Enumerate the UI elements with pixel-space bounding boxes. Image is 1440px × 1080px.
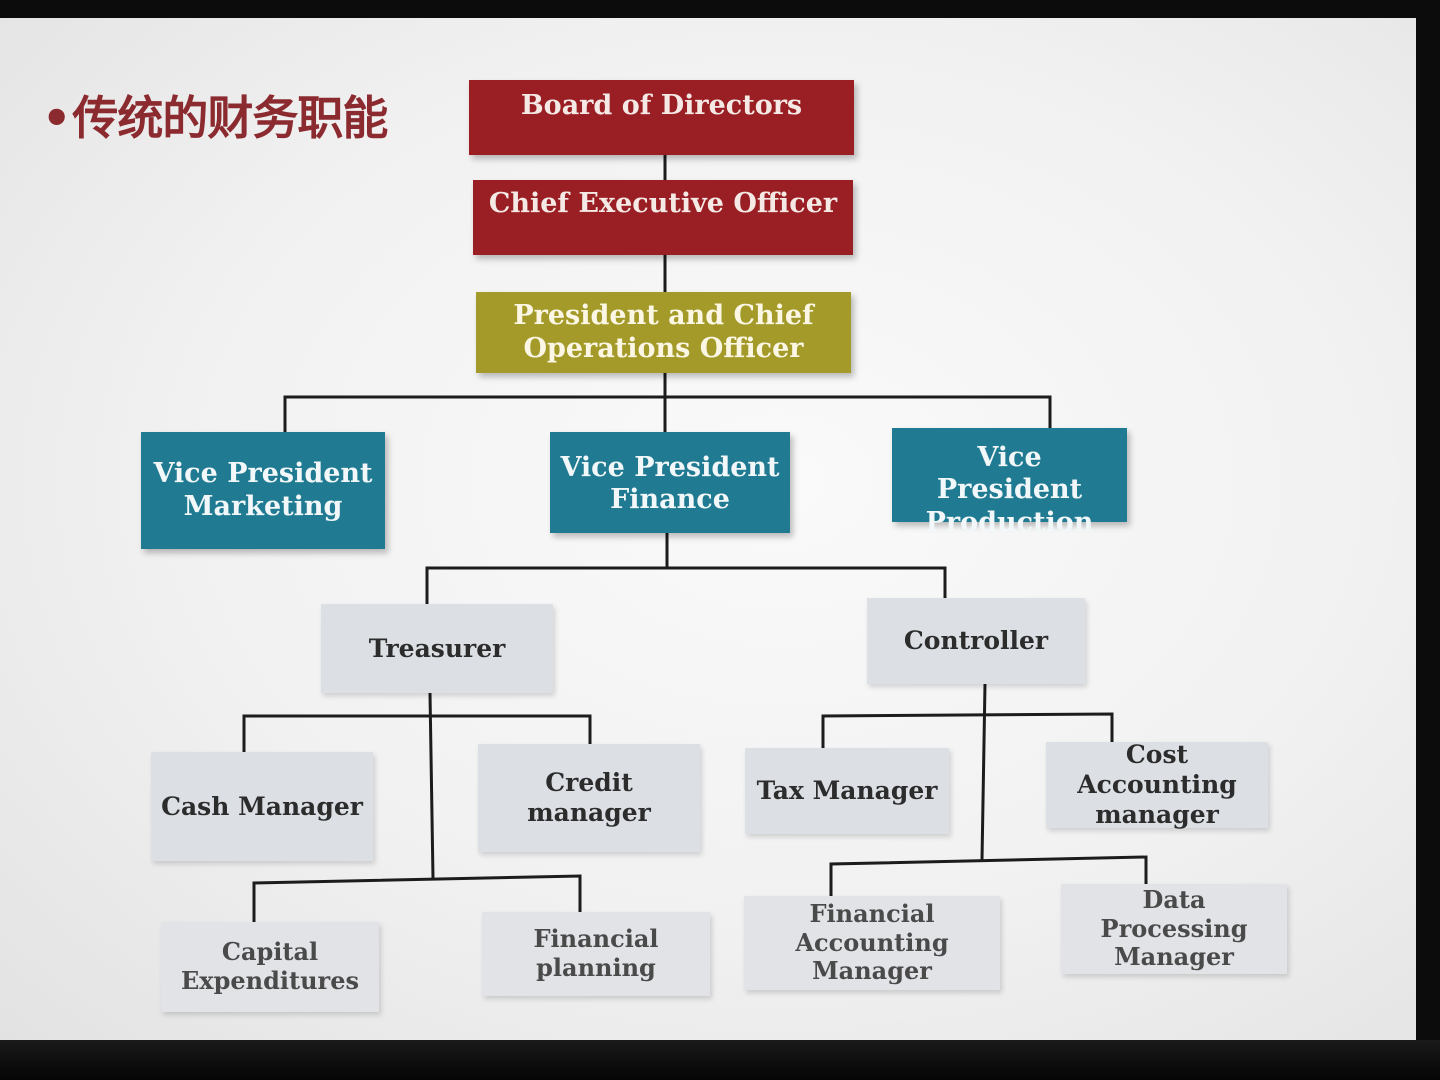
- box-president: President and Chief Operations Officer: [476, 292, 851, 373]
- box-vp-production: Vice President Production: [892, 428, 1127, 538]
- monitor-bezel: [0, 1040, 1440, 1080]
- title-text: 传统的财务职能: [72, 91, 388, 145]
- label-board-of-directors: Board of Directors: [520, 90, 803, 121]
- label-data-processing-manager: Data Processing Manager: [1100, 884, 1248, 972]
- label-financial-accounting-manager: Financial Accounting Manager: [795, 898, 949, 986]
- connector-finance-bar: [425, 533, 669, 604]
- connector-treasurer-trunk: [428, 692, 435, 879]
- label-cash-manager: Cash Manager: [161, 791, 363, 821]
- label-vp-finance: Vice President Finance: [560, 452, 780, 516]
- box-board-of-directors: Board of Directors: [469, 80, 854, 155]
- label-credit-manager: Credit manager: [527, 768, 651, 827]
- label-controller: Controller: [903, 626, 1049, 655]
- title-bullet: •: [42, 91, 71, 145]
- label-vp-production: Vice President Production: [925, 442, 1094, 538]
- connector-controller-lower: [829, 855, 1148, 896]
- connector-controller-upper: [821, 712, 1114, 748]
- box-treasurer: Treasurer: [321, 604, 553, 693]
- box-vp-finance: Vice President Finance: [550, 432, 790, 533]
- box-data-processing-manager: Data Processing Manager: [1061, 884, 1287, 974]
- label-financial-planning: Financial planning: [533, 924, 659, 982]
- box-capital-expenditures: Capital Expenditures: [161, 922, 379, 1012]
- connector-treasurer-upper: [242, 714, 592, 752]
- label-ceo: Chief Executive Officer: [488, 188, 838, 219]
- box-cash-manager: Cash Manager: [151, 752, 373, 861]
- label-capital-expenditures: Capital Expenditures: [181, 937, 359, 995]
- box-ceo: Chief Executive Officer: [473, 180, 853, 255]
- box-credit-manager: Credit manager: [478, 744, 700, 852]
- box-financial-planning: Financial planning: [482, 912, 710, 996]
- box-financial-accounting-manager: Financial Accounting Manager: [744, 896, 1000, 990]
- label-vp-marketing: Vice President Marketing: [153, 458, 373, 522]
- connector-controller-trunk: [980, 683, 987, 861]
- box-cost-accounting-manager: Cost Accounting manager: [1046, 740, 1268, 829]
- label-treasurer: Treasurer: [368, 633, 506, 663]
- label-tax-manager: Tax Manager: [756, 776, 938, 805]
- connector-controller-branch: [667, 566, 947, 598]
- box-vp-marketing: Vice President Marketing: [141, 432, 385, 549]
- connector-treasurer-lower: [252, 874, 582, 922]
- label-president: President and Chief Operations Officer: [513, 300, 814, 364]
- box-controller: Controller: [867, 598, 1085, 684]
- slide-title: •传统的财务职能: [42, 86, 388, 150]
- label-cost-accounting-manager: Cost Accounting manager: [1077, 740, 1237, 829]
- box-tax-manager: Tax Manager: [745, 748, 949, 834]
- connector-vp-bar: [283, 395, 1052, 432]
